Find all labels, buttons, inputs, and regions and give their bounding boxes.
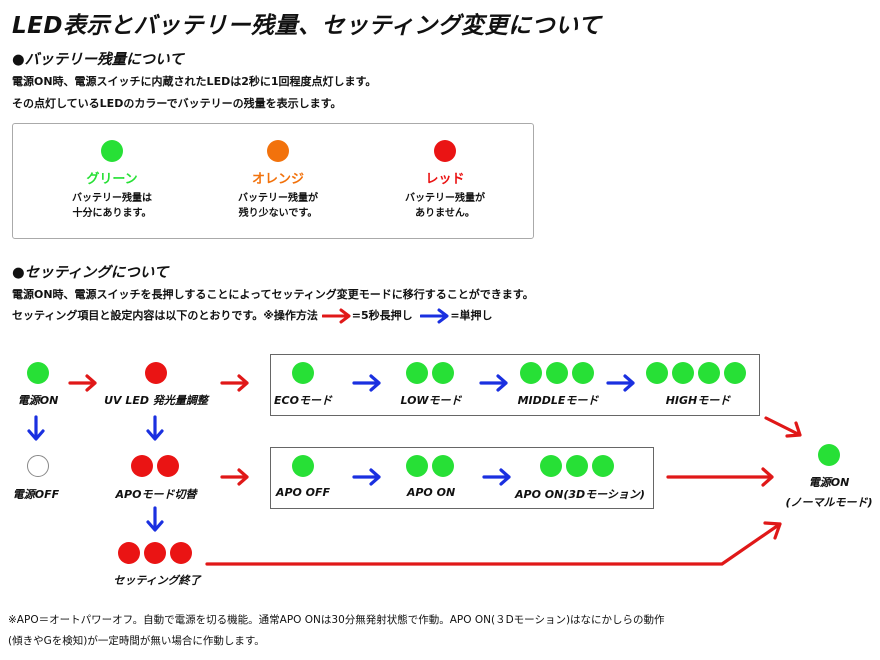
footnote-line2: (傾きやGを検知)が一定時間が無い場合に作動します。 xyxy=(8,635,265,647)
single-press-arrow-icon xyxy=(420,308,449,324)
orange-led-dot xyxy=(267,140,289,162)
uv-led-indicator xyxy=(145,362,167,384)
setting-text-line2: セッティング項目と設定内容は以下のとおりです。※操作方法 =5秒長押し =単押し xyxy=(12,308,493,324)
battery-heading: ●バッテリー残量について xyxy=(12,52,184,68)
apo-switch-led-1 xyxy=(131,455,153,477)
apo-off-label: APO OFF xyxy=(275,486,331,499)
arrow-uvbox-to-normal-icon xyxy=(764,416,802,438)
high-led-3 xyxy=(698,362,720,384)
apo-on-led-2 xyxy=(432,455,454,477)
high-led-4 xyxy=(724,362,746,384)
orange-label: オレンジ xyxy=(251,172,305,187)
arrow-poweron-to-uv-icon xyxy=(68,374,97,392)
long-press-arrow-icon xyxy=(321,308,351,324)
green-description: バッテリー残量は十分にあります。 xyxy=(72,193,152,219)
apo-switch-label: APOモード切替 xyxy=(115,488,197,501)
normal-mode-label-line2: (ノーマルモード) xyxy=(785,496,873,509)
apo-on-label: APO ON xyxy=(406,486,456,499)
arrow-end-to-normal-icon xyxy=(205,521,782,566)
arrow-uv-to-apo-icon xyxy=(146,415,164,441)
battery-color-card xyxy=(12,123,534,239)
apo-on-led-1 xyxy=(406,455,428,477)
apo-on-3d-led-1 xyxy=(540,455,562,477)
eco-label: ECOモード xyxy=(274,394,332,407)
apo-switch-led-2 xyxy=(157,455,179,477)
setting-text-line1: 電源ON時、電源スイッチを長押しすることによってセッティング変更モードに移行する… xyxy=(12,288,534,301)
green-label: グリーン xyxy=(86,172,138,187)
arrow-poweron-to-off-icon xyxy=(27,415,45,441)
setting-end-led-1 xyxy=(118,542,140,564)
arrow-middle-to-high-icon xyxy=(606,374,635,392)
apo-on-3d-led-2 xyxy=(566,455,588,477)
arrow-apo-to-modes-icon xyxy=(220,468,249,486)
red-label: レッド xyxy=(425,172,465,187)
apo-mode-box xyxy=(270,447,654,509)
arrow-uv-to-modes-icon xyxy=(220,374,249,392)
middle-led-2 xyxy=(546,362,568,384)
footnote-line1: ※APO＝オートパワーオフ。自動で電源を切る機能。通常APO ONは30分無発射… xyxy=(8,614,665,626)
low-label: LOWモード xyxy=(400,394,462,407)
arrow-apooff-to-apoon-icon xyxy=(352,468,381,486)
setting-heading: ●セッティングについて xyxy=(12,265,169,281)
power-on-label: 電源ON xyxy=(17,394,59,407)
apo-on-3d-label: APO ON(3Dモーション) xyxy=(515,488,645,501)
arrow-apo-to-end-icon xyxy=(146,506,164,532)
page-title: LED表示とバッテリー残量、セッティング変更について xyxy=(12,13,602,39)
middle-led-3 xyxy=(572,362,594,384)
arrow-low-to-middle-icon xyxy=(479,374,508,392)
orange-description: バッテリー残量が残り少ないです。 xyxy=(238,193,318,219)
high-led-2 xyxy=(672,362,694,384)
normal-mode-led xyxy=(818,444,840,466)
low-led-2 xyxy=(432,362,454,384)
setting-end-led-2 xyxy=(144,542,166,564)
uv-mode-box xyxy=(270,354,760,416)
power-on-led xyxy=(27,362,49,384)
power-off-led xyxy=(27,455,49,477)
high-led-1 xyxy=(646,362,668,384)
red-led-dot xyxy=(434,140,456,162)
battery-text-line2: その点灯しているLEDのカラーでバッテリーの残量を表示します。 xyxy=(12,97,342,110)
uv-led-label: UV LED 発光量調整 xyxy=(104,394,208,407)
apo-on-3d-led-3 xyxy=(592,455,614,477)
middle-label: MIDDLEモード xyxy=(517,394,599,407)
arrow-apoon-to-3d-icon xyxy=(482,468,511,486)
red-description: バッテリー残量がありません。 xyxy=(405,193,485,219)
low-led-1 xyxy=(406,362,428,384)
arrow-eco-to-low-icon xyxy=(352,374,381,392)
battery-text-line1: 電源ON時、電源スイッチに内蔵されたLEDは2秒に1回程度点灯します。 xyxy=(12,75,377,88)
green-led-dot xyxy=(101,140,123,162)
eco-led xyxy=(292,362,314,384)
power-off-label: 電源OFF xyxy=(12,488,60,501)
middle-led-1 xyxy=(520,362,542,384)
high-label: HIGHモード xyxy=(665,394,731,407)
apo-off-led xyxy=(292,455,314,477)
setting-end-label: セッティング終了 xyxy=(113,574,201,587)
setting-end-led-3 xyxy=(170,542,192,564)
arrow-apobox-to-normal-icon xyxy=(666,467,774,487)
normal-mode-label-line1: 電源ON xyxy=(808,476,850,489)
